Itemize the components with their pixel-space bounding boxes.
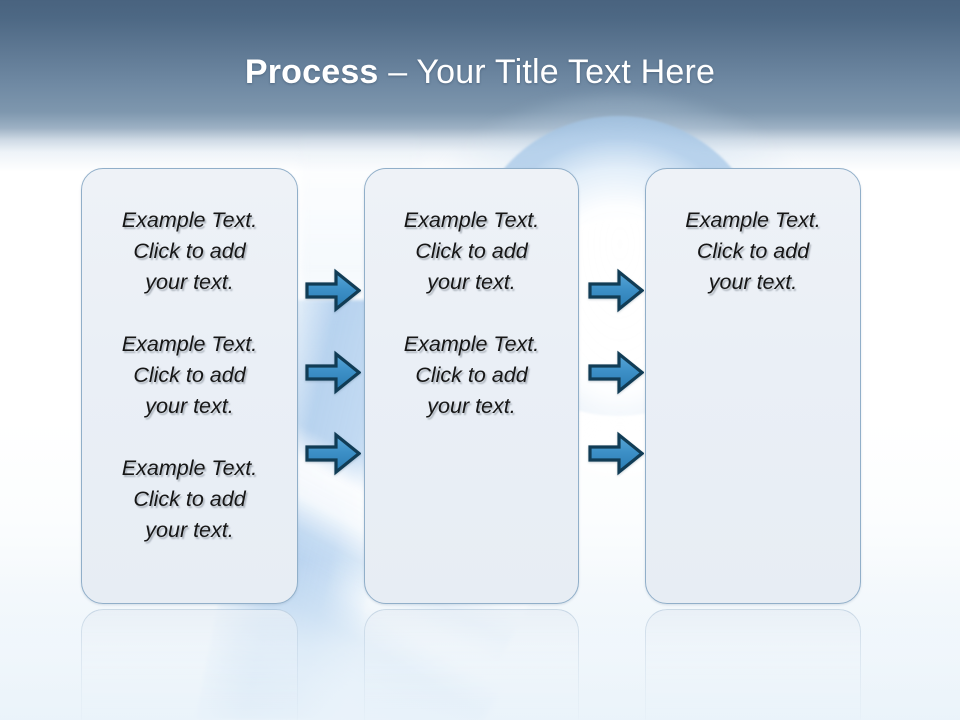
right-arrow-icon[interactable] — [588, 350, 644, 395]
right-arrow-icon[interactable] — [588, 268, 644, 313]
process-step-1[interactable]: Example Text. Click to add your text. Ex… — [81, 168, 298, 604]
process-step-2-reflection — [364, 609, 579, 720]
right-arrow-icon[interactable] — [305, 350, 361, 395]
process-step-3[interactable]: Example Text. Click to add your text. — [645, 168, 861, 604]
process-step-1-paragraph-1[interactable]: Example Text. Click to add your text. — [121, 208, 258, 294]
process-step-2-paragraph-1[interactable]: Example Text. Click to add your text. — [403, 208, 540, 294]
right-arrow-icon[interactable] — [305, 431, 361, 476]
process-step-3-paragraph-1[interactable]: Example Text. Click to add your text. — [685, 208, 821, 294]
process-step-1-paragraph-2[interactable]: Example Text. Click to add your text. — [121, 332, 258, 418]
process-step-3-reflection — [645, 609, 861, 720]
process-step-1-reflection — [81, 609, 298, 720]
process-step-2-paragraph-2[interactable]: Example Text. Click to add your text. — [403, 332, 540, 418]
process-step-2[interactable]: Example Text. Click to add your text. Ex… — [364, 168, 579, 604]
right-arrow-icon[interactable] — [588, 431, 644, 476]
slide-title: Process – Your Title Text Here — [0, 50, 960, 94]
slide-title-strong: Process — [244, 53, 379, 91]
slide-title-rest: – Your Title Text Here — [378, 53, 716, 91]
process-step-1-paragraph-3[interactable]: Example Text. Click to add your text. — [121, 456, 258, 542]
right-arrow-icon[interactable] — [305, 268, 361, 313]
